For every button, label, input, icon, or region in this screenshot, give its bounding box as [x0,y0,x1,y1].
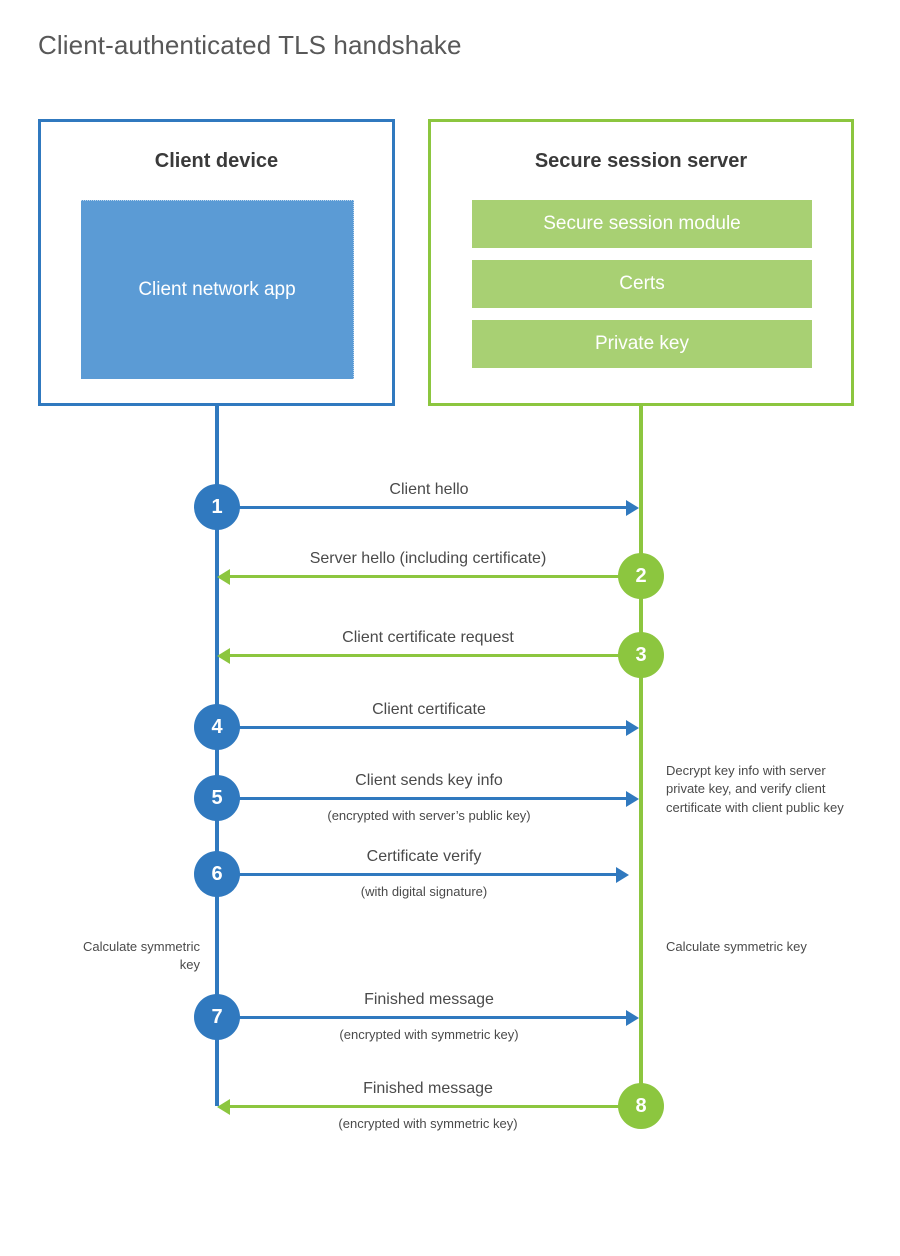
step-badge-5[interactable]: 5 [194,775,240,821]
arrow-line-8 [230,1105,639,1108]
arrow-head-1 [626,500,639,516]
secure-session-server-box: Secure session server Secure session mod… [428,119,854,406]
message-label-4: Client certificate [372,701,486,718]
server-module-list: Secure session module Certs Private key [472,200,812,368]
arrow-line-1 [219,506,626,509]
secure-session-server-title: Secure session server [534,150,748,172]
message-sublabel-5: (encrypted with server’s public key) [327,808,531,823]
step-badge-7[interactable]: 7 [194,994,240,1040]
message-sublabel-7: (encrypted with symmetric key) [339,1027,519,1042]
step-badge-8[interactable]: 8 [618,1083,664,1129]
message-label-6: Certificate verify [366,848,482,865]
server-lifeline [639,406,643,1106]
server-module-secure-session-module: Secure session module [472,200,812,248]
arrow-line-2 [230,575,639,578]
client-network-app-block: Client network app [81,200,354,379]
client-device-title: Client device [154,150,279,172]
client-lifeline [215,406,219,1106]
arrow-line-4 [219,726,626,729]
annotation-server-calculate-symmetric-key: Calculate symmetric key [666,939,807,954]
arrow-line-3 [230,654,639,657]
arrow-head-7 [626,1010,639,1026]
arrow-line-7 [219,1016,626,1019]
arrow-head-4 [626,720,639,736]
message-sublabel-6: (with digital signature) [360,884,488,899]
arrow-head-2 [217,569,230,585]
step-badge-4[interactable]: 4 [194,704,240,750]
arrow-line-6 [219,873,616,876]
arrow-line-5 [219,797,626,800]
step-badge-2[interactable]: 2 [618,553,664,599]
arrow-head-3 [217,648,230,664]
server-module-private-key: Private key [472,320,812,368]
client-device-box: Client device Client network app [38,119,395,406]
annotation-client-calculate-symmetric-key: Calculate symmetric key [82,939,200,973]
step-badge-6[interactable]: 6 [194,851,240,897]
arrow-head-5 [626,791,639,807]
message-label-5: Client sends key info [355,772,503,789]
server-module-certs: Certs [472,260,812,308]
step-badge-1[interactable]: 1 [194,484,240,530]
arrow-head-6 [616,867,629,883]
annotation-server-decrypt: Decrypt key info with server private key… [666,763,844,815]
message-label-1: Client hello [389,481,469,498]
step-badge-3[interactable]: 3 [618,632,664,678]
arrow-head-8 [217,1099,230,1115]
message-label-3: Client certificate request [342,629,514,646]
page-title: Client-authenticated TLS handshake [38,30,462,60]
message-label-7: Finished message [364,991,494,1008]
message-label-8: Finished message [363,1080,493,1097]
message-label-2: Server hello (including certificate) [309,550,547,567]
message-sublabel-8: (encrypted with symmetric key) [338,1116,518,1131]
